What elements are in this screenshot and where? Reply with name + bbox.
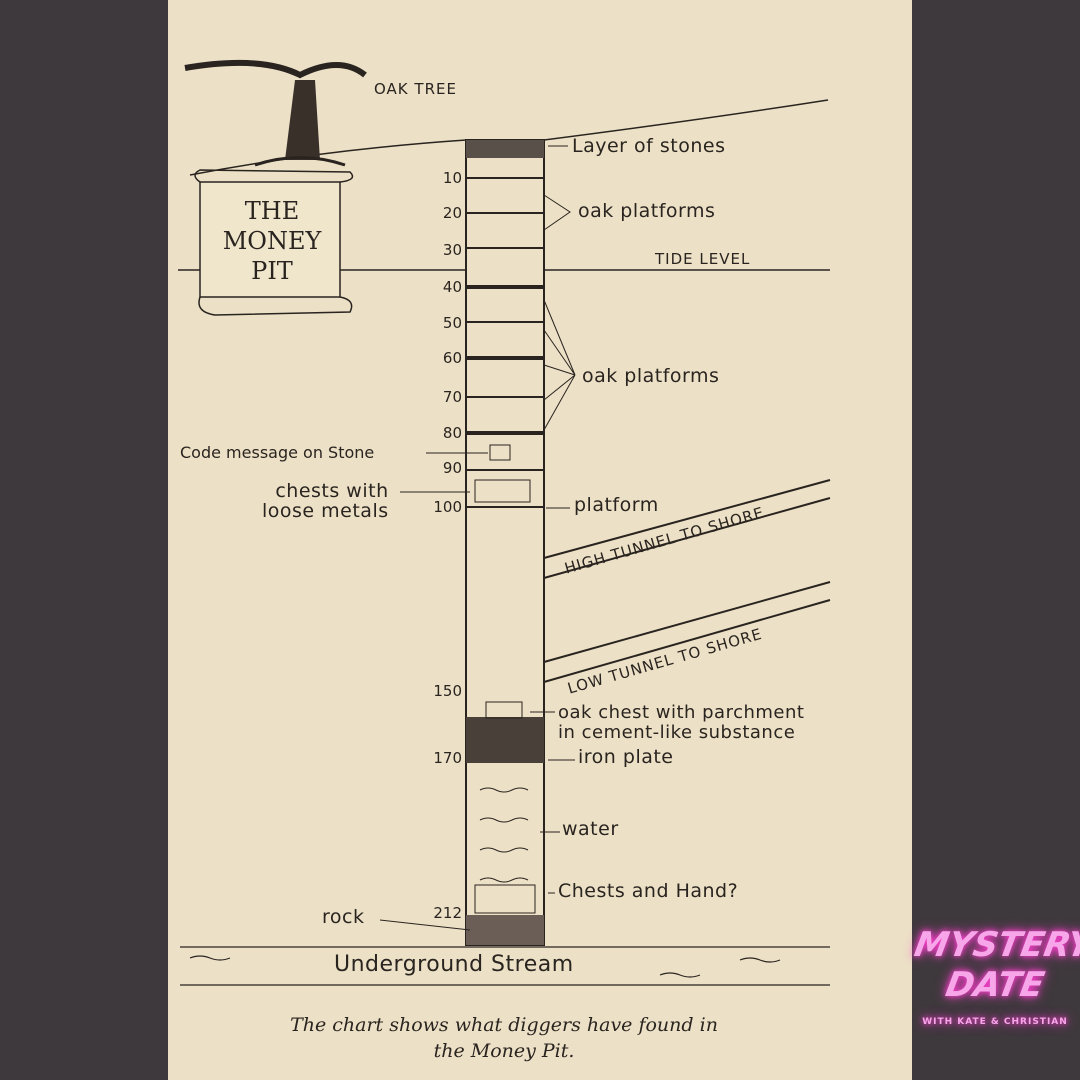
scroll-title-line: THE — [244, 197, 300, 225]
label-chests: chests with loose metals — [262, 481, 389, 521]
depth-label: 212 — [433, 904, 462, 922]
caption: The chart shows what diggers have found … — [204, 1012, 804, 1064]
depth-label: 30 — [442, 241, 462, 259]
depth-label: 70 — [442, 388, 462, 406]
label-underground-stream: Underground Stream — [330, 952, 578, 977]
label-oak-chest-line: oak chest with parchment — [558, 702, 805, 723]
label-platform: platform — [574, 494, 659, 516]
tunnels — [543, 479, 831, 683]
label-oak-platforms-upper: oak platforms — [578, 200, 716, 222]
label-oak-chest-line: in cement-like substance — [558, 722, 796, 743]
label-oak-platforms-lower: oak platforms — [582, 365, 720, 387]
label-chests-and-hand: Chests and Hand? — [558, 880, 739, 902]
scroll-icon — [194, 169, 354, 316]
label-code-message: Code message on Stone — [180, 443, 375, 462]
label-water: water — [562, 818, 619, 840]
mystery-date-logo: MYSTERY DATE WITH KATE & CHRISTIAN — [911, 925, 1080, 1027]
depth-label: 150 — [433, 682, 462, 700]
depth-label: 100 — [433, 498, 462, 516]
depth-label: 20 — [442, 204, 462, 222]
depth-label: 60 — [442, 349, 462, 367]
label-rock: rock — [322, 906, 365, 928]
book-page — [168, 0, 912, 1080]
label-tide-level: TIDE LEVEL — [655, 250, 751, 268]
depth-label: 10 — [442, 169, 462, 187]
depth-label: 80 — [442, 424, 462, 442]
logo-line: MYSTERY — [911, 925, 1080, 965]
depth-label: 90 — [442, 459, 462, 477]
depth-label: 50 — [442, 314, 462, 332]
depth-label: 170 — [433, 749, 462, 767]
shaft — [465, 139, 545, 946]
caption-line: the Money Pit. — [433, 1040, 575, 1062]
depth-label: 40 — [442, 278, 462, 296]
scroll-title-line: MONEY — [222, 227, 322, 255]
label-chests-line: chests with — [275, 480, 389, 502]
scroll-title-line: PIT — [251, 257, 293, 285]
label-oak-chest: oak chest with parchment in cement-like … — [558, 703, 804, 743]
label-layer-of-stones: Layer of stones — [572, 135, 726, 157]
label-chests-line: loose metals — [262, 500, 389, 522]
caption-line: The chart shows what diggers have found … — [290, 1014, 718, 1036]
label-iron-plate: iron plate — [578, 746, 674, 768]
scroll-title: THE MONEY PIT — [212, 196, 332, 286]
oak-tree-icon — [184, 59, 367, 167]
label-oak-tree: OAK TREE — [374, 80, 457, 98]
logo-tagline: WITH KATE & CHRISTIAN — [922, 1017, 1068, 1027]
logo-line: DATE — [942, 965, 1048, 1005]
